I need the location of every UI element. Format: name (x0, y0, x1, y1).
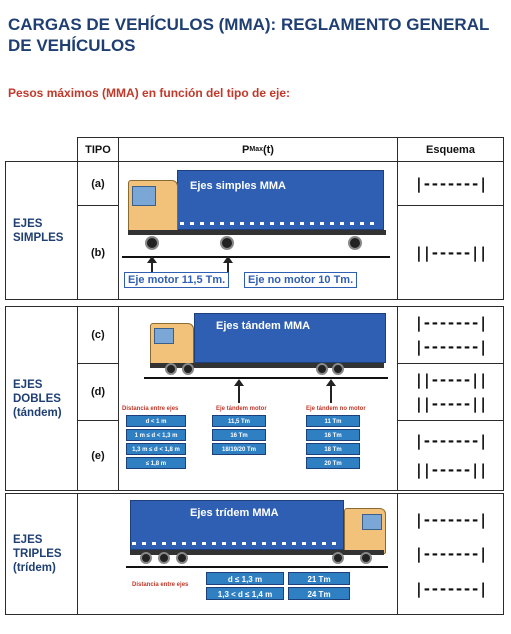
scheme-line: |-------| (414, 432, 487, 450)
group-label: EJES DOBLES (tándem) (13, 378, 62, 419)
scheme-line: |-------| (414, 338, 487, 357)
banner-triples: Ejes trídem MMA (190, 507, 279, 519)
label-distancia: Distancia entre ejes (122, 406, 179, 412)
wheel-icon (316, 363, 328, 375)
scheme-line: |-------| (414, 313, 487, 332)
label-eje-motor: Eje motor 11,5 Tm. (124, 272, 230, 288)
type-e: (e) (77, 420, 119, 491)
tag-no-motor-weight: 11 Tm (306, 415, 360, 427)
cab-window (154, 328, 174, 344)
group-ejes-triples: EJES TRIPLES (trídem) (5, 493, 78, 615)
scheme-line: ||-----|| (414, 370, 487, 389)
tag-motor-weight: 18/19/20 Tm (212, 443, 266, 455)
trailer-stripe (180, 222, 378, 225)
wheel-icon (332, 363, 344, 375)
scheme-line: |-------| (414, 510, 487, 529)
wheel-icon (348, 236, 362, 250)
tag-distance: d ≤ 1,3 m (206, 572, 284, 585)
ground-line (144, 377, 388, 379)
wheel-icon (158, 552, 170, 564)
scheme-d: ||-----|| ||-----|| (397, 363, 504, 421)
tag-motor-weight: 11,5 Tm (212, 415, 266, 427)
truck-dobles-illustration: Ejes tándem MMA Distancia entre ejes Eje… (120, 307, 395, 489)
trailer-body (177, 170, 384, 230)
truck-chassis (150, 363, 384, 368)
header-esquema: Esquema (397, 137, 504, 162)
arrow-tandem-no-motor (330, 383, 332, 403)
tag-distance: ≤ 1,8 m (126, 457, 186, 469)
arrow-motor (151, 258, 153, 272)
label-eje-no-motor: Eje no motor 10 Tm. (244, 272, 358, 288)
wheel-icon (220, 236, 234, 250)
arrow-up-icon (147, 256, 157, 263)
truck-triples-illustration: Ejes trídem MMA Distancia entre ejes d ≤… (120, 494, 395, 612)
truck-chassis (128, 230, 386, 235)
wheel-icon (332, 552, 344, 564)
header-pmax-sub: Max (249, 146, 263, 153)
banner-dobles: Ejes tándem MMA (216, 320, 311, 332)
wheel-icon (176, 552, 188, 564)
scheme-a: |-------| (397, 161, 504, 206)
page-title: CARGAS DE VEHÍCULOS (MMA): REGLAMENTO GE… (8, 15, 490, 55)
group-label: EJES TRIPLES (trídem) (13, 534, 62, 574)
tag-distance: d < 1 m (126, 415, 186, 427)
wheel-icon (145, 236, 159, 250)
type-b: (b) (77, 205, 119, 300)
banner-simples: Ejes simples MMA (190, 180, 286, 192)
header-tipo: TIPO (77, 137, 119, 162)
cab-window (132, 186, 156, 206)
scheme-line: |-------| (414, 545, 487, 563)
arrow-up-icon (223, 256, 233, 263)
header-pmax-unit: (t) (262, 143, 274, 156)
wheel-icon (360, 552, 372, 564)
tag-no-motor-weight: 20 Tm (306, 457, 360, 469)
cab-window (362, 514, 382, 530)
scheme-line: ||-----|| (414, 395, 487, 414)
tag-distance: 1,3 m ≤ d < 1,8 m (126, 443, 186, 455)
group-ejes-simples: EJES SIMPLES (5, 161, 78, 300)
arrow-up-icon (234, 379, 244, 386)
truck-chassis (130, 550, 384, 555)
scheme-triples: |-------| |-------| |-------| (397, 493, 504, 615)
type-c: (c) (77, 306, 119, 364)
truck-simples-illustration: Ejes simples MMA Eje motor 11,5 Tm. Eje … (120, 162, 395, 298)
scheme-e: |-------| ||-----|| (397, 420, 504, 491)
ground-line (126, 566, 388, 568)
arrow-tandem-motor (238, 383, 240, 403)
tag-weight: 21 Tm (288, 572, 350, 585)
tag-no-motor-weight: 16 Tm (306, 429, 360, 441)
scheme-line: |-------| (414, 579, 487, 598)
type-d: (d) (77, 363, 119, 421)
wheel-icon (182, 363, 194, 375)
trailer-body (130, 500, 344, 550)
trailer-body (194, 313, 386, 363)
type-a: (a) (77, 161, 119, 206)
tag-motor-weight: 16 Tm (212, 429, 266, 441)
group-label: EJES SIMPLES (13, 217, 64, 244)
wheel-icon (140, 552, 152, 564)
tag-weight: 24 Tm (288, 587, 350, 600)
trailer-stripe (132, 542, 338, 545)
tag-distance: 1 m ≤ d < 1,3 m (126, 429, 186, 441)
scheme-line: ||-----|| (414, 461, 487, 479)
header-pmax-main: P (242, 143, 250, 156)
tag-distance: 1,3 < d ≤ 1,4 m (206, 587, 284, 600)
label-distancia-triples: Distancia entre ejes (132, 582, 189, 588)
arrow-no-motor (227, 258, 229, 272)
ground-line (122, 256, 390, 258)
group-ejes-dobles: EJES DOBLES (tándem) (5, 306, 78, 491)
tag-no-motor-weight: 18 Tm (306, 443, 360, 455)
scheme-b: ||-----|| (397, 205, 504, 300)
label-tandem-motor: Eje tándem motor (216, 406, 267, 412)
label-tandem-no-motor: Eje tándem no motor (306, 406, 366, 412)
arrow-up-icon (326, 379, 336, 386)
scheme-c: |-------| |-------| (397, 306, 504, 364)
section-subtitle: Pesos máximos (MMA) en función del tipo … (8, 86, 291, 100)
wheel-icon (165, 363, 177, 375)
